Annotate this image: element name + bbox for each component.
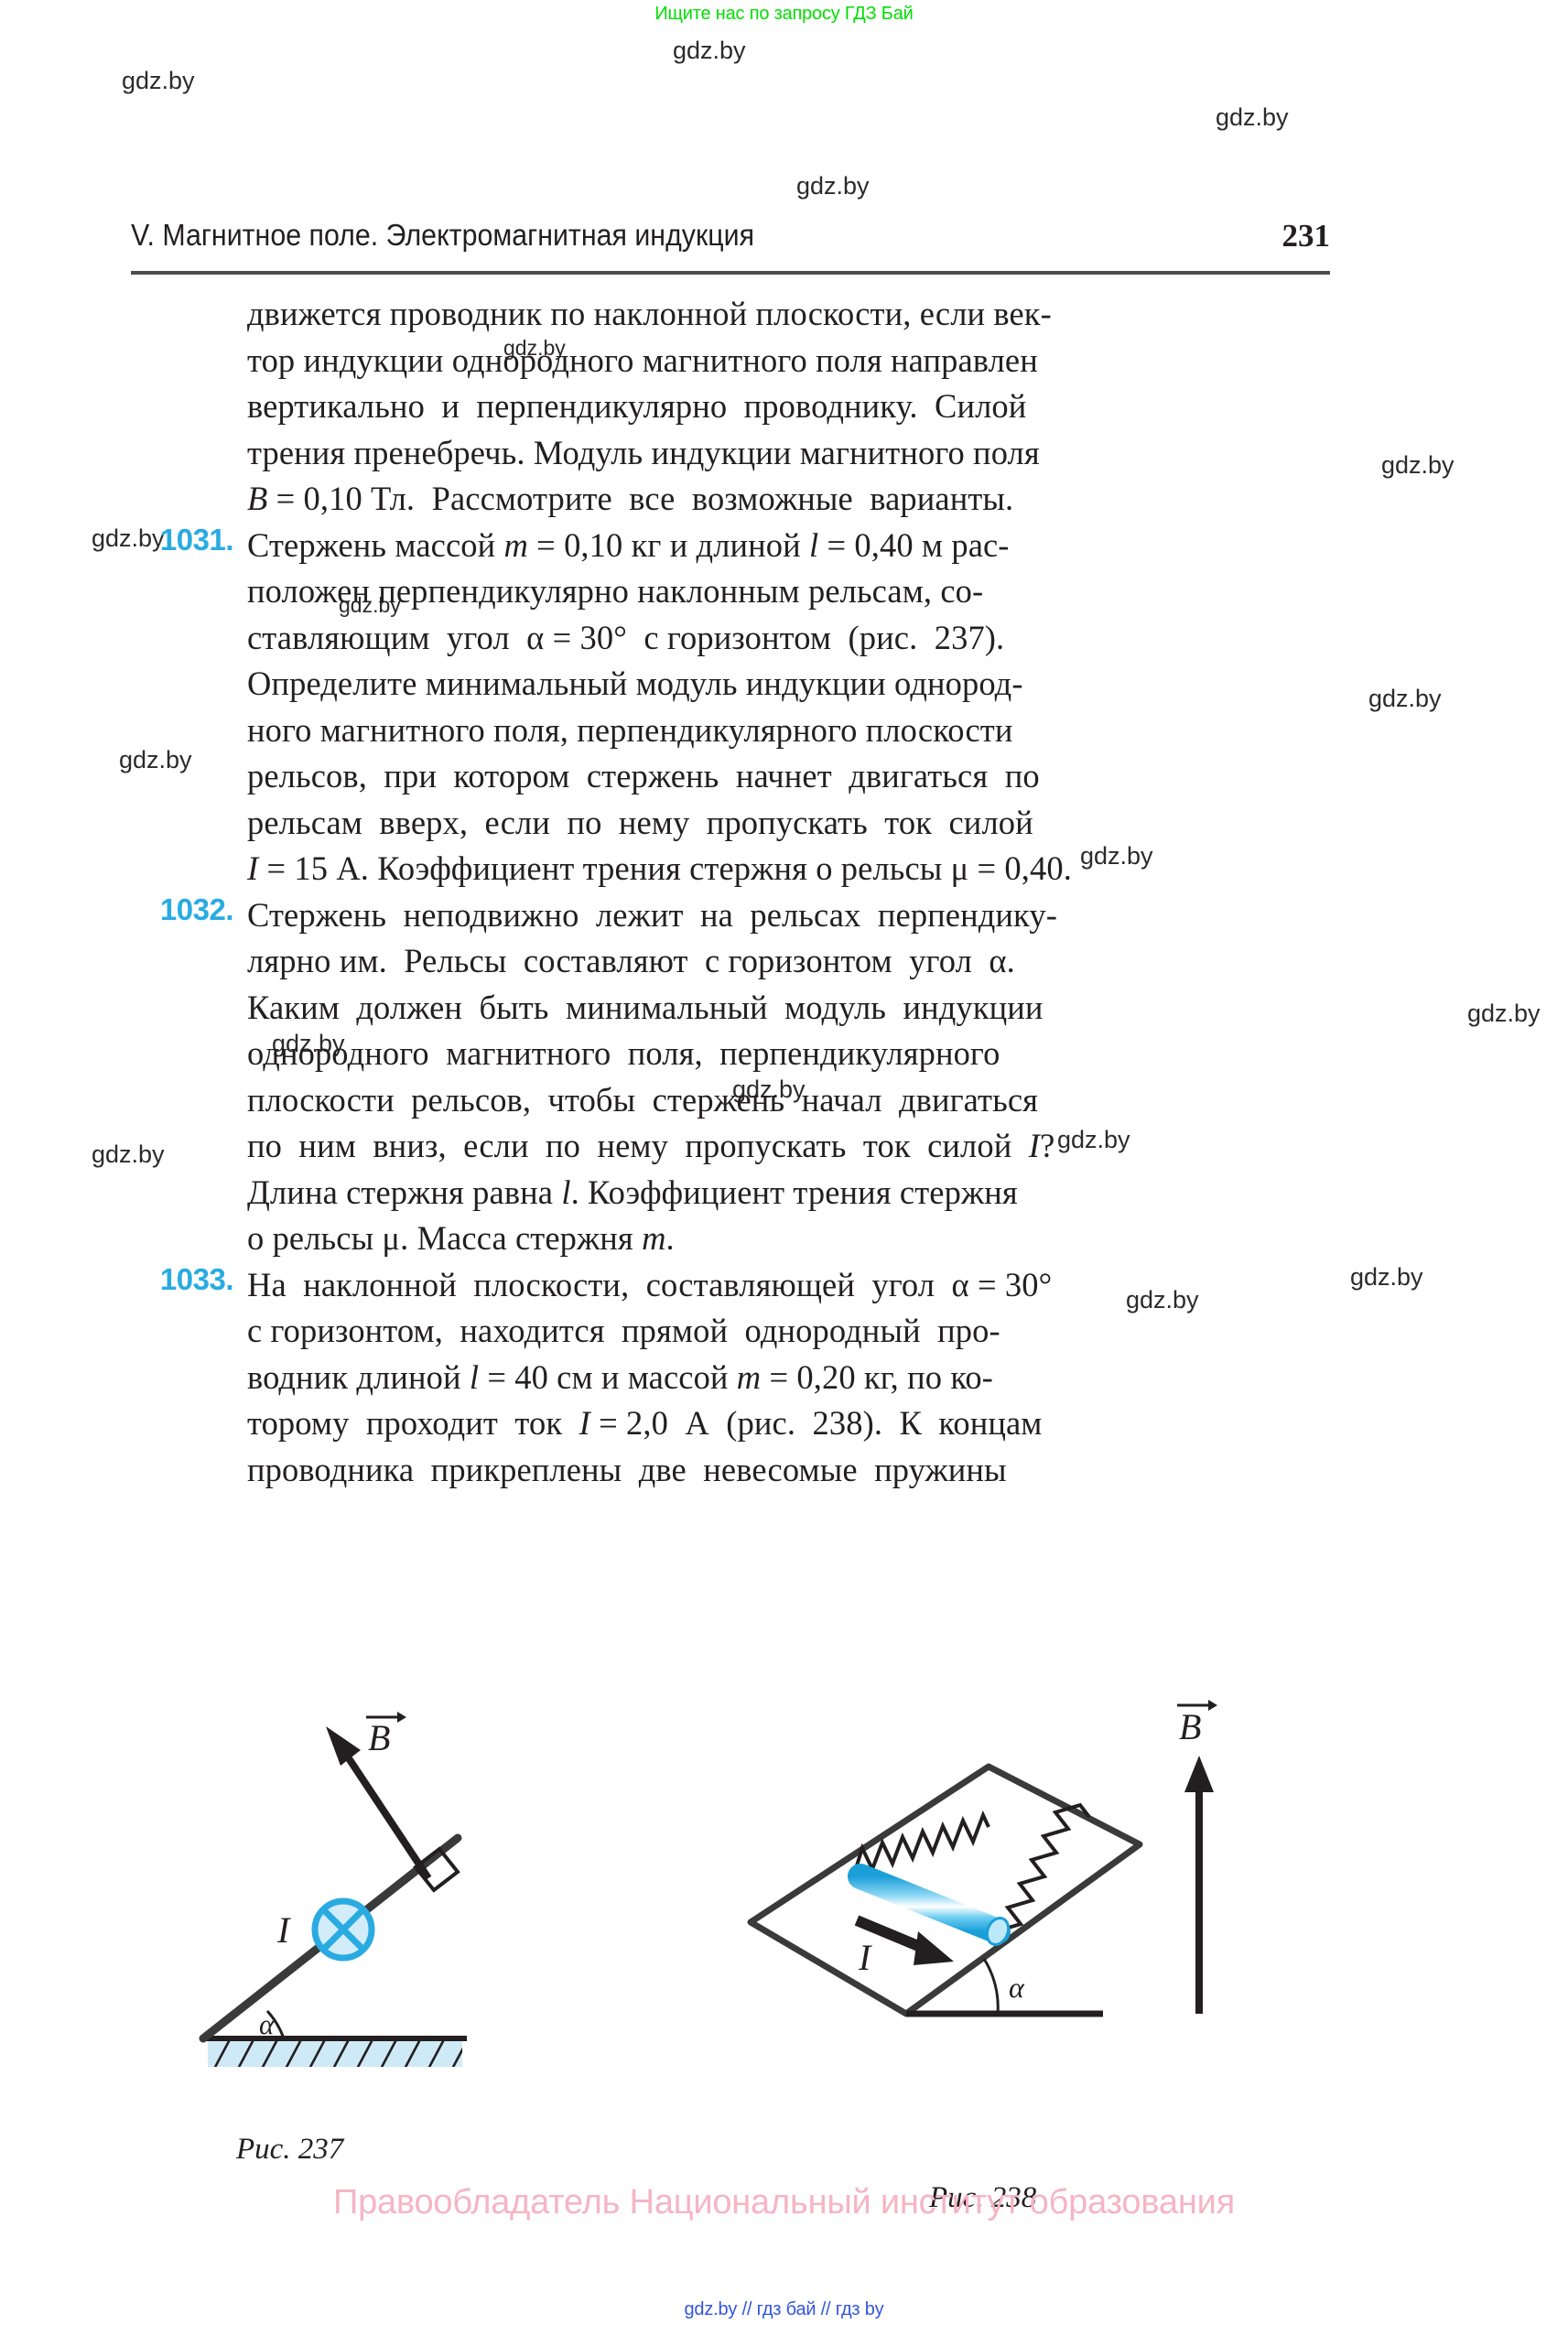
copyright-notice: Правообладатель Национальный институт об… (332, 2183, 1236, 2222)
text-line: Определите минимальный модуль индукции о… (247, 665, 1023, 702)
problem-1033: 1033. На наклонной плоскости, составляющ… (131, 1262, 1339, 1494)
text-column: движется проводник по наклонной плоскост… (131, 291, 1339, 1493)
current-arrow-head (914, 1931, 954, 1965)
watermark: gdz.by (796, 172, 870, 200)
problem-1032: 1032. Стержень неподвижно лежит на рельс… (131, 892, 1339, 1262)
problem-number[interactable]: 1031. (159, 522, 234, 557)
watermark: gdz.by (122, 67, 195, 94)
b-vector-shaft (340, 1747, 432, 1881)
text-line: Каким должен быть минимальный модуль инд… (247, 988, 1044, 1026)
watermark: gdz.by (1350, 1263, 1423, 1291)
spring-top (852, 1810, 990, 1876)
text-line: I = 15 А. Коэффициент трения стержня о р… (247, 849, 1072, 887)
current-label-238: I (858, 1937, 872, 1978)
right-angle-marker (413, 1846, 460, 1893)
angle-label-237: α (259, 2008, 275, 2040)
text-line: лярно им. Рельсы составляют с горизонтом… (247, 942, 1015, 979)
angle-arc-238 (982, 1958, 1000, 2015)
problem-number[interactable]: 1033. (159, 1261, 234, 1296)
text-line: На наклонной плоскости, составляющей уго… (247, 1265, 1053, 1303)
text-line: однородного магнитного поля, перпендикул… (247, 1034, 1000, 1072)
text-line: Длина стержня равна l. Коэффициент трени… (247, 1173, 1018, 1211)
text-line: торому проходит ток I = 2,0 А (рис. 238)… (247, 1404, 1043, 1442)
text-line: по ним вниз, если по нему пропускать ток… (247, 1127, 1055, 1164)
header-rule (131, 271, 1330, 275)
footer-links[interactable]: gdz.by // гдз бай // гдз by (684, 2299, 884, 2319)
page-number: 231 (1281, 218, 1331, 254)
figure-caption-237: Рис. 237 (236, 2133, 344, 2166)
inclined-plane (747, 1763, 1143, 2017)
text-line: движется проводник по наклонной плоскост… (247, 295, 1052, 332)
watermark: gdz.by (1381, 451, 1454, 479)
text-line: плоскости рельсов, чтобы стержень начал … (247, 1080, 1039, 1119)
figures-row: α B I Рис. 237 α (0, 1648, 1568, 2215)
figure-caption-238: Рис. 238 (929, 2181, 1037, 2214)
spring-right (995, 1802, 1091, 1933)
text-line: вертикально и перпендикулярно проводнику… (247, 387, 1027, 425)
b-vector-head-238 (1184, 1756, 1214, 1792)
figure-237: α B I (199, 1712, 467, 2067)
conductor-rod (848, 1864, 1011, 1947)
problem-1031: 1031. Стержень массой m = 0,10 кг и длин… (131, 523, 1339, 892)
b-vector-overbar-arrow-238 (1208, 1700, 1217, 1711)
watermark: gdz.by (1467, 1000, 1541, 1027)
current-label-237: I (276, 1909, 291, 1951)
figure-238: α I B (747, 1700, 1217, 2017)
text-line: проводника прикреплены две невесомые пру… (247, 1450, 1007, 1488)
text-line: водник длиной l = 40 см и массой m = 0,2… (247, 1357, 993, 1396)
text-line: ставляющим угол α = 30° с горизонтом (ри… (247, 618, 1005, 656)
b-vector-overbar-arrow-237 (397, 1712, 406, 1723)
angle-arc (265, 2009, 286, 2039)
angle-label-238: α (1009, 1971, 1025, 2004)
promo-banner: Ищите нас по запросу ГДЗ Бай (654, 4, 914, 24)
text-line: Стержень неподвижно лежит на рельсах пер… (247, 895, 1057, 934)
watermark: gdz.by (673, 37, 746, 64)
text-line: о рельсы μ. Масса стержня m. (247, 1219, 675, 1257)
paragraph-continuation: движется проводник по наклонной плоскост… (131, 291, 1339, 523)
running-head: V. Магнитное поле. Электромагнитная инду… (131, 218, 1331, 254)
current-arrow-shaft (854, 1915, 925, 1953)
text-line: с горизонтом, находится прямой однородны… (247, 1312, 1000, 1349)
text-line: трения пренебречь. Модуль индукции магни… (247, 433, 1040, 471)
text-line: Стержень массой m = 0,10 кг и длиной l =… (247, 525, 1010, 564)
ground-hatch (208, 2039, 462, 2067)
chapter-title: V. Магнитное поле. Электромагнитная инду… (131, 218, 755, 252)
watermark: gdz.by (1368, 685, 1442, 712)
b-label-237: B (368, 1717, 390, 1758)
text-line: тор индукции однородного магнитного поля… (247, 341, 1038, 379)
current-cross-2 (321, 1908, 365, 1951)
b-label-238: B (1179, 1706, 1201, 1747)
watermark: gdz.by (1216, 103, 1289, 131)
text-line: рельсам вверх, если по нему пропускать т… (247, 803, 1033, 841)
b-vector-head (326, 1726, 361, 1766)
text-line: рельсов, при котором стержень начнет дви… (247, 757, 1040, 795)
problem-number[interactable]: 1032. (159, 892, 234, 926)
text-line: положен перпендикулярно наклонным рельса… (247, 572, 984, 610)
text-line: B = 0,10 Тл. Рассмотрите все возможные в… (247, 480, 1014, 517)
text-line: ного магнитного поля, перпендикулярного … (247, 710, 1013, 749)
